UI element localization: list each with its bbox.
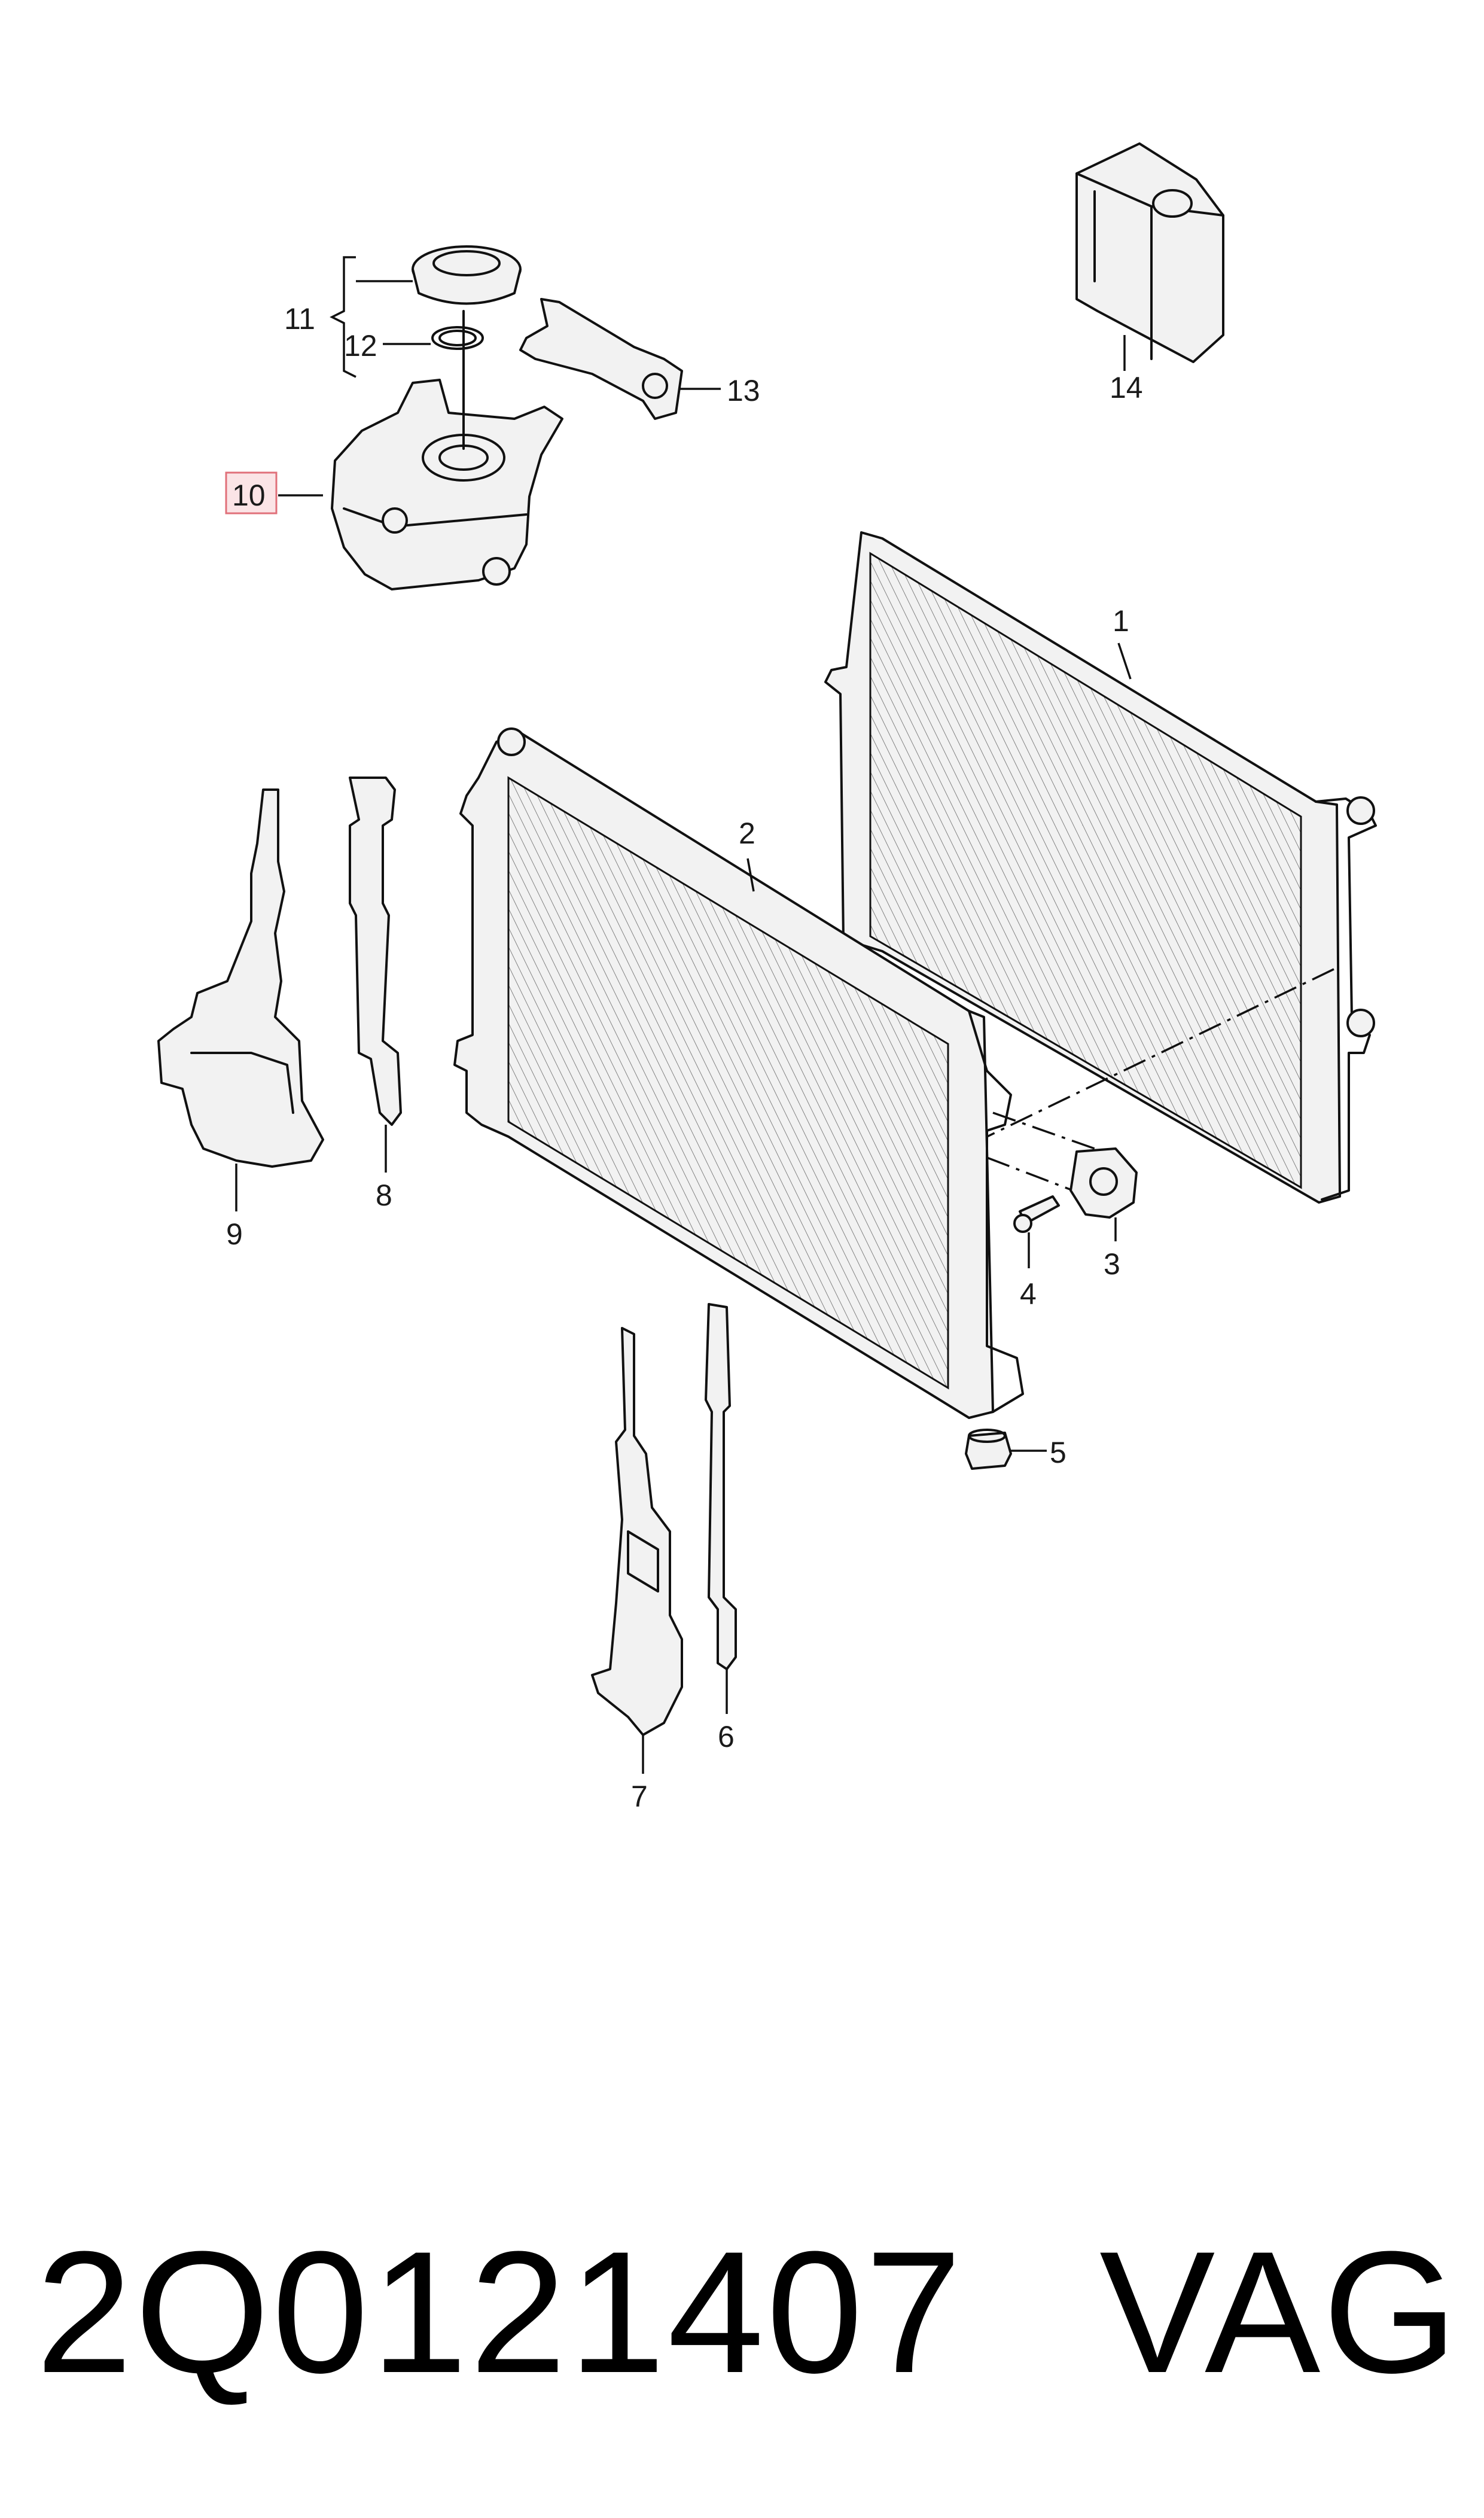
callout-5: 5 <box>1050 1436 1066 1469</box>
callout-9: 9 <box>226 1217 243 1251</box>
side-seal-left: 9 <box>157 788 324 1251</box>
radiator-front: 2 <box>453 727 1024 1419</box>
expansion-tank: 10 <box>225 310 563 590</box>
rubber-mount: 3 <box>1069 1147 1138 1281</box>
air-guide-left: 8 <box>349 777 402 1212</box>
callout-2: 2 <box>739 817 755 850</box>
screw: 4 <box>1013 1195 1060 1311</box>
coolant-canister: 14 <box>1075 142 1224 404</box>
seal-ring: 12 <box>344 326 484 363</box>
callout-11: 11 <box>284 302 315 336</box>
air-guide-right: 6 <box>705 1303 737 1753</box>
callout-12: 12 <box>344 329 377 363</box>
callout-10: 10 <box>232 479 266 512</box>
filler-cap: 11 <box>284 245 522 378</box>
callout-14: 14 <box>1110 371 1143 404</box>
callout-7: 7 <box>631 1780 648 1813</box>
callout-13: 13 <box>727 374 760 407</box>
callout-8: 8 <box>376 1179 392 1212</box>
callout-4: 4 <box>1020 1277 1037 1311</box>
radiator-rear: 1 <box>824 531 1377 1204</box>
callout-6: 6 <box>718 1720 735 1753</box>
part-number: 2Q0121407 <box>36 2215 964 2409</box>
brand-label: VAG <box>1099 2215 1460 2409</box>
callout-1: 1 <box>1113 604 1129 638</box>
side-seal-right: 7 <box>591 1327 683 1813</box>
callout-3: 3 <box>1104 1247 1120 1281</box>
grommet: 5 <box>965 1429 1066 1470</box>
tank-bracket: 13 <box>519 298 760 420</box>
